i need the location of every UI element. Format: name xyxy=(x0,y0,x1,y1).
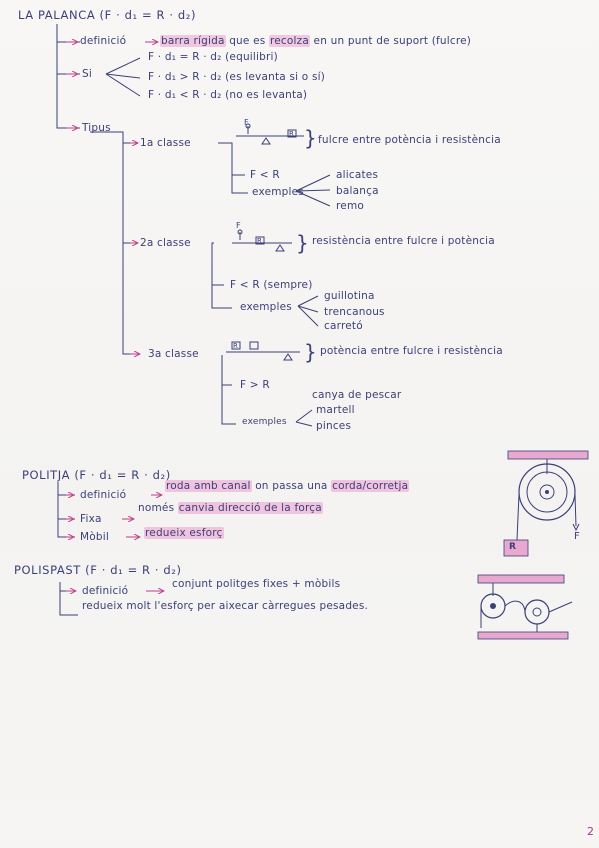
class1-name: 1a classe xyxy=(140,137,191,149)
page-number: 2 xyxy=(587,825,595,838)
lever-resistance-label: R xyxy=(233,342,239,350)
lever-class2-diagram xyxy=(232,229,292,252)
politja-fixa-label: Fixa xyxy=(80,513,102,525)
class2-examples-label: exemples xyxy=(240,301,292,313)
polispast-definicio-text: conjunt politges fixes + mòbils xyxy=(172,578,341,590)
politja-title: POLITJA (F · d₁ = R · d₂) xyxy=(22,468,171,482)
highlight: barra rígida xyxy=(160,35,226,47)
example-item: balança xyxy=(336,185,379,197)
politja-fixa-text: només canvia direcció de la força xyxy=(138,502,323,514)
class2-relation: F < R (sempre) xyxy=(230,279,313,291)
pulley-block-drawing xyxy=(477,574,573,640)
class3-examples-label: exemples xyxy=(242,417,287,427)
polispast-title: POLISPAST (F · d₁ = R · d₂) xyxy=(14,563,182,577)
example-item: canya de pescar xyxy=(312,389,402,401)
si-item: F · d₁ = R · d₂ (equilibri) xyxy=(148,51,278,63)
class3-desc: potència entre fulcre i resistència xyxy=(320,345,503,357)
class3-name: 3a classe xyxy=(148,348,199,360)
si-item: F · d₁ > R · d₂ (es levanta si o sí) xyxy=(148,71,326,83)
brace: } xyxy=(296,231,309,255)
politja-definicio-label: definició xyxy=(80,489,127,501)
palanca-tipus-label: Tipus xyxy=(82,122,111,134)
lever-force-label: F xyxy=(236,221,241,230)
politja-mobil-label: Mòbil xyxy=(80,531,109,543)
highlight: corda/corretja xyxy=(331,480,410,492)
politja-mobil-text: redueix esforç xyxy=(144,527,224,539)
example-item: pinces xyxy=(316,420,352,432)
class2-name: 2a classe xyxy=(140,237,191,249)
palanca-si-label: Si xyxy=(82,68,92,80)
lever-class1-diagram xyxy=(236,123,304,145)
polispast-definicio-label: definició xyxy=(82,585,129,597)
polispast-usage-text: redueix molt l'esforç per aixecar càrreg… xyxy=(82,600,369,612)
highlight: recolza xyxy=(268,35,310,47)
example-item: guillotina xyxy=(324,290,375,302)
brace: } xyxy=(304,126,317,150)
example-item: martell xyxy=(316,404,355,416)
pulley-load-label: R xyxy=(509,542,517,552)
pulley-force-label: F xyxy=(574,531,580,542)
class3-relation: F > R xyxy=(240,379,270,391)
class1-relation: F < R xyxy=(250,169,280,181)
highlight: canvia direcció de la força xyxy=(177,502,323,514)
class1-examples-label: exemples xyxy=(252,186,304,198)
politja-definicio-text: roda amb canal on passa una corda/corret… xyxy=(165,480,410,492)
palanca-definicio-label: definició xyxy=(80,35,127,47)
lever-resistance-label: R xyxy=(257,237,263,245)
si-item: F · d₁ < R · d₂ (no es levanta) xyxy=(148,89,308,101)
lever-force-label: F xyxy=(244,118,249,127)
class2-desc: resistència entre fulcre i potència xyxy=(312,235,495,247)
palanca-title: LA PALANCA (F · d₁ = R · d₂) xyxy=(18,8,197,22)
example-item: trencanous xyxy=(324,306,385,318)
lever-resistance-label: R xyxy=(289,130,295,138)
highlight: roda amb canal xyxy=(165,480,252,492)
pulley-drawing xyxy=(503,450,589,557)
example-item: alicates xyxy=(336,169,379,181)
lever-class3-diagram xyxy=(226,341,300,361)
class1-desc: fulcre entre potència i resistència xyxy=(318,134,501,146)
brace: } xyxy=(304,340,317,364)
example-item: carretó xyxy=(324,320,363,332)
palanca-definicio-text: barra rígida que es recolza en un punt d… xyxy=(160,35,472,47)
highlight: redueix esforç xyxy=(144,527,224,539)
example-item: remo xyxy=(336,200,364,212)
